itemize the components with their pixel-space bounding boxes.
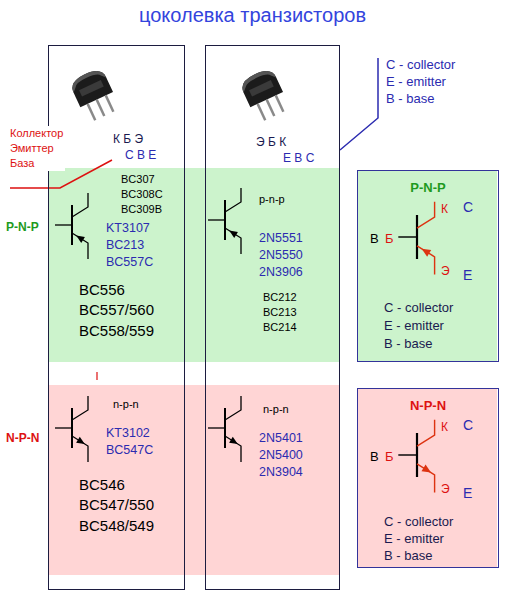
pinout-key-box: P-N-P BБ КC ЭE C - collectorE - emitterB - b…	[357, 170, 499, 362]
pnp-box-fill	[357, 170, 497, 362]
node-text: N-P-N	[358, 397, 498, 415]
node-text: B	[370, 230, 379, 248]
type-label: N-P-N	[6, 430, 39, 446]
node-text: E B C	[283, 150, 314, 166]
npn-symbol	[55, 396, 88, 462]
npn-symbol	[398, 420, 434, 493]
pnp-band: BC307 BC308C BC309BKT3107 BC213 BC557C BC…	[49, 168, 184, 362]
to92-package	[239, 67, 291, 124]
npn-symbol	[208, 396, 241, 462]
pinout-key-box: N-P-N BБ КC ЭE C - collectorE - emitterB - b…	[357, 388, 499, 568]
npn-band	[48, 385, 340, 575]
npn-box-fill	[357, 388, 497, 568]
node-text: B - base	[384, 335, 432, 353]
pnp-symbol	[55, 193, 88, 259]
legend-line: B - base	[386, 90, 434, 108]
pnp-band: p-n-p 2N5551 2N5550 2N3906BC212 BC213 BC2…	[206, 168, 339, 362]
node-text: n-p-n	[263, 402, 289, 417]
package-column: К Б ЭC B E BC307 BC308C BC309BKT3107 BC21…	[48, 45, 185, 590]
pnp-symbol	[208, 188, 241, 254]
node-text: C - collector	[384, 513, 453, 531]
node-text: К	[441, 419, 448, 435]
legend-line: C - collector	[386, 56, 455, 74]
node-text: KT3102 BC547C	[106, 425, 153, 459]
node-text: Э	[441, 263, 450, 279]
to92-package	[69, 67, 121, 124]
node-text: BC307 BC308C BC309B	[121, 172, 163, 217]
node-text: C - collector	[384, 299, 453, 317]
node-text: BC556 BC557/560 BC558/559	[79, 280, 154, 341]
npn-band: n-p-nKT3102 BC547C BC546 BC547/550 BC548/…	[49, 385, 184, 575]
node-text: Э Б К	[256, 134, 286, 150]
node-text: B	[370, 448, 379, 466]
node-text: p-n-p	[259, 192, 285, 207]
pnp-band	[48, 168, 340, 362]
node-text: E - emitter	[384, 317, 444, 335]
node-text: Э	[441, 481, 450, 497]
node-text: E	[463, 266, 472, 285]
leader-line	[340, 58, 378, 150]
node-text: C	[463, 416, 473, 435]
type-label: P-N-P	[6, 219, 39, 235]
node-text: К Б Э	[113, 131, 143, 147]
node-text: P-N-P	[358, 179, 498, 197]
node-text: E	[463, 484, 472, 503]
legend-line: E - emitter	[386, 73, 446, 91]
node-text: BC212 BC213 BC214	[263, 290, 297, 335]
node-text: BC546 BC547/550 BC548/549	[79, 475, 154, 536]
node-text: К	[441, 201, 448, 217]
node-text: 2N5551 2N5550 2N3906	[259, 230, 303, 281]
npn-band: n-p-n 2N5401 2N5400 2N3904	[206, 385, 339, 575]
node-text: C B E	[125, 147, 156, 163]
pnp-symbol	[398, 202, 434, 275]
pin-name-list: Коллектор Эмиттер База	[8, 126, 65, 171]
node-text: 2N5401 2N5400 2N3904	[259, 430, 303, 481]
tick-mark	[96, 372, 97, 380]
node-text: KT3107 BC213 BC557C	[106, 220, 153, 271]
node-text: E - emitter	[384, 530, 444, 548]
node-text: n-p-n	[113, 397, 139, 412]
package-column: Э Б КE B C p-n-p 2N5551 2N5550 2N3906BC212…	[205, 45, 340, 590]
node-text: C	[463, 198, 473, 217]
title: цоколевка транзисторов	[0, 2, 505, 29]
node-text: Б	[385, 230, 394, 248]
node-text: Б	[385, 448, 394, 466]
node-text: B - base	[384, 547, 432, 565]
